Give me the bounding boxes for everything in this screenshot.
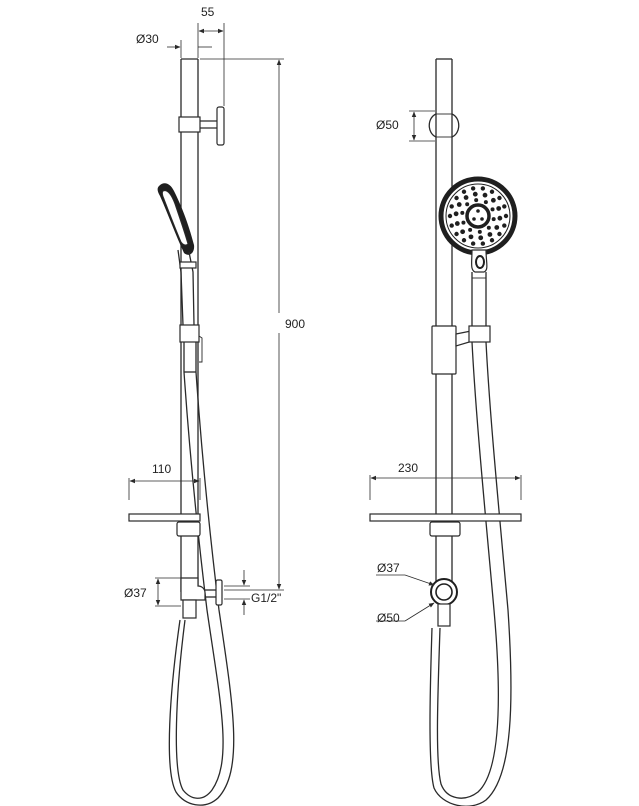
- nozzle: [470, 186, 476, 191]
- nozzle: [456, 202, 462, 207]
- dim-label-shelf-depth: 110: [152, 462, 171, 476]
- dim-wall-offset: 55: [197, 5, 225, 106]
- nozzle: [461, 189, 467, 194]
- dim-label-elbow-flange-diameter: Ø50: [377, 611, 400, 625]
- nozzle: [468, 227, 473, 232]
- dim-label-rail-diameter: Ø30: [136, 32, 159, 46]
- nozzle: [483, 200, 488, 205]
- dim-elbow-flange-diameter: Ø50: [376, 602, 435, 625]
- dim-shelf-width: 230: [369, 461, 522, 500]
- dim-rail-diameter: Ø30: [136, 32, 212, 58]
- front-shower-head: [438, 176, 518, 326]
- nozzle: [470, 241, 476, 246]
- nozzle: [486, 225, 491, 230]
- shower-head-nozzles: [447, 186, 509, 246]
- nozzle: [480, 241, 486, 246]
- nozzle: [454, 221, 460, 226]
- dim-label-elbow-diameter-side: Ø37: [124, 586, 147, 600]
- nozzle: [465, 202, 470, 207]
- dim-label-thread: G1/2": [251, 591, 281, 605]
- nozzle: [461, 220, 466, 225]
- nozzle: [472, 217, 476, 221]
- dim-rail-length: 900: [200, 58, 305, 591]
- dim-thread: G1/2": [224, 570, 281, 615]
- front-slider-holder: [431, 325, 491, 375]
- nozzle: [494, 225, 500, 230]
- dim-label-elbow-diameter-front: Ø37: [377, 561, 400, 575]
- side-hose: [168, 371, 235, 806]
- nozzle: [472, 191, 478, 197]
- nozzle: [474, 198, 479, 203]
- nozzle: [449, 223, 454, 228]
- front-shelf: [369, 513, 522, 537]
- nozzle: [480, 186, 486, 191]
- front-elbow: [430, 578, 458, 627]
- dim-label-rail-length: 900: [285, 317, 305, 331]
- nozzle: [463, 195, 469, 200]
- side-elbow: [180, 577, 223, 619]
- nozzle: [497, 195, 502, 201]
- dim-label-wall-offset: 55: [201, 5, 215, 19]
- side-hand-shower: [157, 183, 197, 326]
- dim-shelf-depth: 110: [128, 462, 201, 500]
- nozzle: [482, 192, 488, 198]
- nozzle: [502, 204, 507, 209]
- nozzle: [490, 197, 496, 203]
- nozzle: [461, 238, 467, 243]
- front-hose: [429, 341, 512, 806]
- nozzle: [496, 206, 502, 211]
- dim-elbow-diameter-side: Ø37: [124, 577, 181, 607]
- side-shelf: [128, 513, 201, 537]
- nozzle: [460, 229, 466, 235]
- front-view: Ø50: [369, 58, 522, 806]
- nozzle: [447, 213, 453, 219]
- nozzle: [487, 232, 493, 237]
- nozzle: [477, 229, 482, 234]
- nozzle: [502, 223, 507, 228]
- dim-elbow-diameter-front: Ø37: [376, 561, 435, 586]
- nozzle: [476, 209, 480, 213]
- nozzle: [497, 231, 502, 237]
- side-top-bracket: [178, 106, 225, 146]
- side-view: Ø30 55 900 110 Ø37: [124, 5, 305, 806]
- nozzle: [491, 217, 496, 222]
- nozzle: [503, 213, 509, 219]
- nozzle: [453, 211, 459, 217]
- nozzle: [490, 207, 495, 212]
- nozzle: [460, 210, 465, 215]
- nozzle: [489, 238, 495, 243]
- nozzle: [468, 234, 474, 240]
- nozzle: [497, 215, 503, 221]
- side-slider-holder: [179, 324, 203, 373]
- front-top-bracket: [428, 113, 460, 138]
- nozzle: [449, 204, 454, 209]
- nozzle: [489, 189, 495, 194]
- nozzle: [454, 231, 459, 237]
- dim-bracket-diameter: Ø50: [376, 110, 435, 142]
- dim-label-shelf-width: 230: [398, 461, 418, 475]
- dim-label-bracket-diameter: Ø50: [376, 118, 399, 132]
- nozzle: [480, 217, 484, 221]
- nozzle: [478, 235, 484, 241]
- nozzle: [454, 195, 459, 201]
